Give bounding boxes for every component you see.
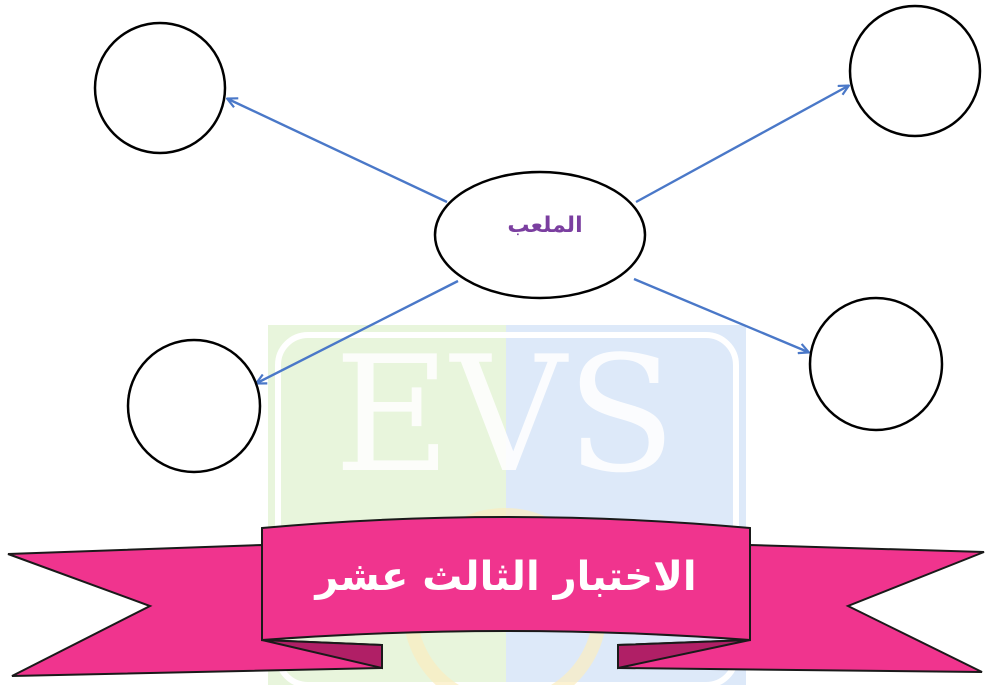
ribbon-front-panel [261, 516, 751, 642]
watermark-logo-text: EVS [334, 321, 676, 508]
arrow-to-bottom-left [257, 279, 459, 383]
arrow-to-top-left [228, 99, 448, 204]
arrows-group [228, 86, 848, 383]
branch-circle-bottom-left [126, 338, 262, 474]
arrow-to-bottom-right [633, 277, 808, 352]
watermark-border [275, 332, 739, 685]
center-ellipse [433, 170, 647, 300]
arrow-to-top-right [635, 86, 848, 204]
banner-title: الاختبار الثالث عشر [313, 554, 696, 600]
branch-circle-top-right [848, 4, 982, 138]
center-label: الملعب [507, 213, 582, 238]
center-node: الملعب [433, 170, 647, 300]
branch-circle-top-left [93, 21, 227, 155]
branch-circle-bottom-right [808, 296, 944, 432]
ribbon-left-fold [261, 639, 383, 670]
ribbon-banner: الاختبار الثالث عشر [7, 516, 985, 677]
ribbon-right-fold [617, 639, 751, 670]
